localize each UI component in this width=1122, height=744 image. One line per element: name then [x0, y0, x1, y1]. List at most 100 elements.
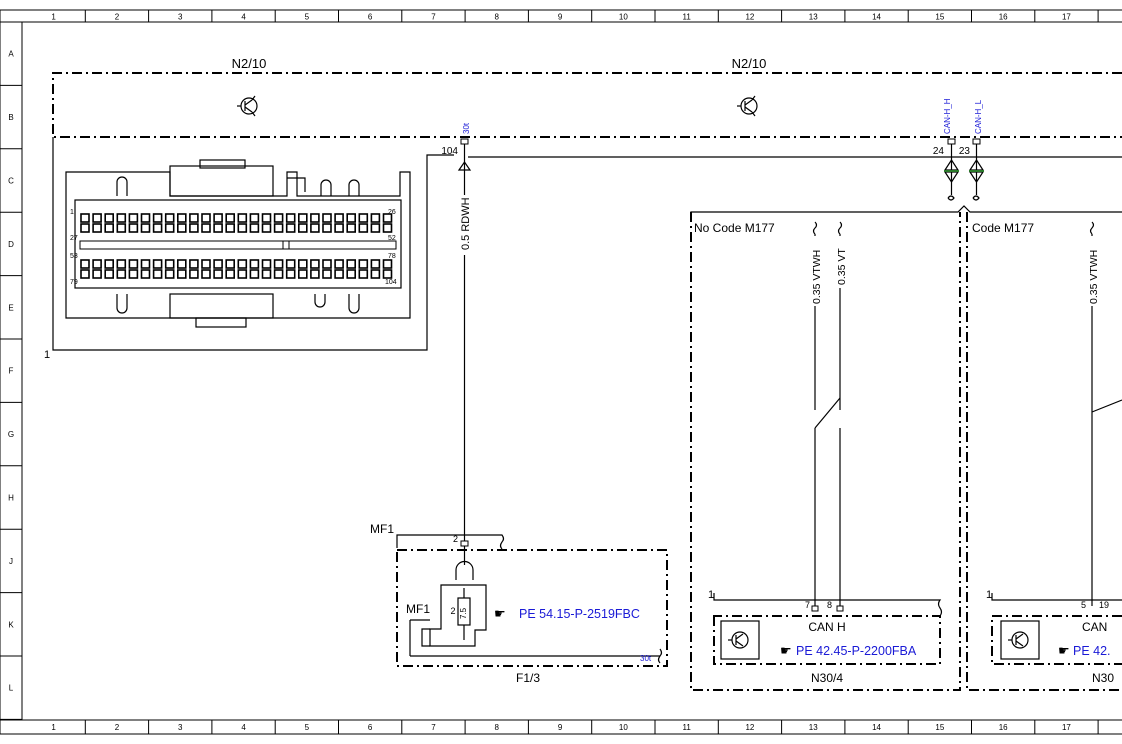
connector-pin-cell [358, 259, 369, 269]
connector-pin-cell [140, 223, 151, 233]
pin-label-26: 26 [388, 209, 396, 216]
row-label: D [8, 240, 14, 249]
connector-pin-cell [237, 259, 248, 269]
connector-pin-cell [152, 213, 163, 223]
fuse-symbol [409, 546, 663, 664]
connector-pin-cell [382, 259, 393, 269]
connector-pin-cell [310, 269, 320, 279]
can-switch-23 [968, 138, 985, 195]
signal-30t-top-label: 30t [462, 122, 471, 134]
n2-10-module-outline [52, 72, 1122, 138]
bottom-column-label: 15 [935, 723, 944, 732]
bottom-column-label: 5 [305, 723, 310, 732]
connector-pin-cell [334, 259, 344, 269]
connector-pin-cell [346, 259, 357, 269]
n30-right-pin-19-label: 19 [1099, 600, 1109, 610]
bottom-column-label: 3 [178, 723, 183, 732]
connector-pin-cell [370, 213, 381, 223]
n30-pin-7-label: 7 [805, 600, 810, 610]
variant-code-label: Code M177 [972, 221, 1034, 235]
top-column-label: 1 [51, 13, 56, 22]
connector-pin-cell [140, 213, 151, 223]
top-column-label: 15 [935, 13, 944, 22]
connector-pin-cell [297, 223, 308, 233]
connector-pin-cell [273, 259, 284, 269]
connector-pin-cell [213, 223, 223, 233]
connector-pin-cell [164, 269, 175, 279]
connector-pin-cell [213, 259, 223, 269]
connector-pin-cell [116, 213, 127, 223]
connector-pin-cell [92, 259, 102, 269]
connector-pin-cell [104, 269, 114, 279]
n2-10-left-label: N2/10 [232, 56, 267, 71]
top-column-label: 10 [619, 13, 628, 22]
connector-pin-cell [334, 269, 344, 279]
bottom-column-label: 2 [115, 723, 120, 732]
connector-pin-cell [128, 223, 139, 233]
row-label: B [8, 113, 13, 122]
connector-pin-cell [213, 213, 223, 223]
pin-24-label: 24 [933, 146, 945, 157]
bottom-column-label: 11 [682, 723, 691, 732]
connector-pin-cell [177, 223, 187, 233]
top-column-label: 16 [999, 13, 1008, 22]
bus-right-number: 1 [986, 589, 992, 601]
reference-link-f1-3[interactable]: ☛ PE 54.15-P-2519FBC [494, 606, 640, 621]
connector-pin-cell [310, 259, 320, 269]
reference-link-n30-4-text: PE 42.45-P-2200FBA [796, 644, 917, 658]
connector-pin-cell [237, 223, 248, 233]
connector-pin-cell [140, 269, 151, 279]
reference-link-n30-4[interactable]: ☛ PE 42.45-P-2200FBA [780, 643, 917, 658]
transistor-icon [237, 95, 258, 117]
bottom-column-label: 17 [1062, 723, 1071, 732]
n30-right-label: N30 [1092, 671, 1114, 685]
pin-23-label: 23 [959, 146, 971, 157]
top-column-label: 8 [495, 13, 500, 22]
n2-10-right-label: N2/10 [732, 56, 767, 71]
connector-pin-cell [225, 213, 235, 223]
connector-pin-cell [370, 259, 381, 269]
connector-pin-cell [261, 269, 272, 279]
n30-pin-8-label: 8 [827, 600, 832, 610]
connector-pin-cell [128, 213, 139, 223]
connector-pin-cell [285, 213, 296, 223]
bottom-column-label: 9 [558, 723, 563, 732]
connector-pin-cell [213, 269, 223, 279]
variant-brace [690, 205, 1122, 218]
transistor-icon [720, 620, 760, 660]
connector-pin-cell [189, 213, 199, 223]
connector-pin-cell [273, 213, 284, 223]
no-code-variant-box [690, 212, 961, 691]
connector-pin-cell [128, 269, 139, 279]
top-column-label: 14 [872, 13, 881, 22]
bottom-column-label: 1 [51, 723, 56, 732]
connector-pin-cell [346, 269, 357, 279]
top-column-label: 9 [558, 13, 563, 22]
connector-pin-cell [225, 269, 235, 279]
connector-pin-cell [92, 223, 102, 233]
connector-pin-cell [92, 213, 102, 223]
bottom-column-label: 13 [809, 723, 818, 732]
connector-label: 1 [44, 349, 50, 361]
connector-pin-cell [164, 223, 175, 233]
pointing-hand-icon: ☛ [1058, 643, 1070, 658]
connector-pin-cell [297, 213, 308, 223]
reference-link-n30-right[interactable]: ☛ PE 42. [1058, 643, 1111, 658]
top-column-label: 4 [241, 13, 246, 22]
top-column-label: 6 [368, 13, 373, 22]
connector-pin-cell [189, 259, 199, 269]
connector-pin-cell [128, 259, 139, 269]
connector-pin-cell [164, 213, 175, 223]
row-label: J [9, 557, 13, 566]
connector-pin-cell [322, 269, 332, 279]
bottom-column-label: 4 [241, 723, 246, 732]
connector-pin-cell [201, 269, 211, 279]
n30-4-connector-bracket [713, 593, 943, 617]
bottom-column-label: 6 [368, 723, 373, 732]
pin-label-79: 79 [70, 279, 78, 286]
reference-link-f1-3-text: PE 54.15-P-2519FBC [519, 607, 640, 621]
pin-label-78: 78 [388, 253, 396, 260]
mf1-top-label: MF1 [370, 522, 394, 536]
top-column-label: 2 [115, 13, 120, 22]
